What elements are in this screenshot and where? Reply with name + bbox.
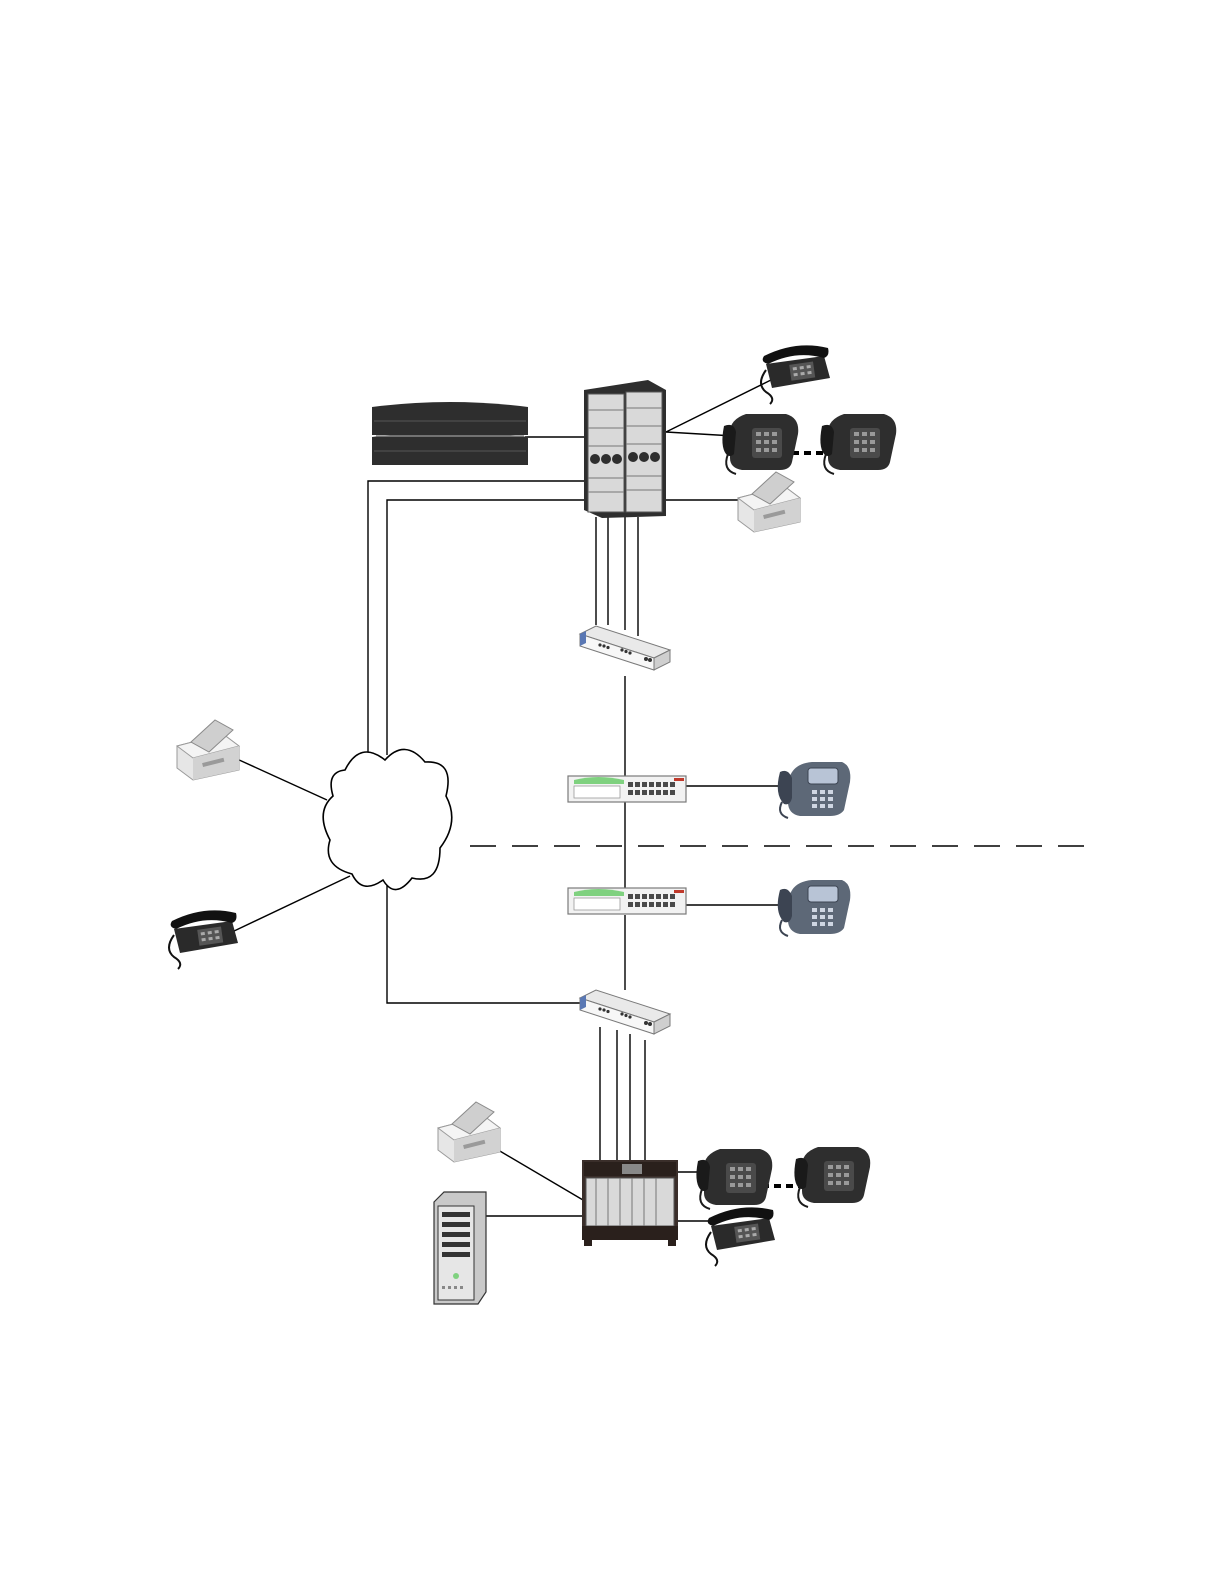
storage-array-icon	[372, 402, 528, 465]
edge-cloud-fax-left	[237, 759, 327, 800]
server-cabinet-icon	[584, 380, 666, 518]
ip-phone-icon	[778, 880, 851, 936]
desk-phone-icon	[706, 1207, 775, 1266]
desk-phone-icon	[722, 414, 798, 474]
media-gateway-icon	[580, 990, 670, 1034]
ethernet-switch-icon	[568, 888, 686, 914]
connections	[232, 378, 783, 1221]
media-gateway-icon	[580, 626, 670, 670]
gateway-cabinet-icon	[582, 1160, 678, 1246]
ip-phone-icon	[778, 762, 851, 818]
edge-branch-fax	[488, 1144, 583, 1200]
desk-phone-icon	[820, 414, 896, 474]
cloud-icon	[323, 749, 452, 889]
edge-cloud-phone-left	[232, 876, 350, 932]
tower-server-icon	[434, 1192, 486, 1304]
desk-phone-icon	[761, 345, 830, 404]
desk-phone-icon	[169, 910, 238, 969]
desk-phone-icon	[696, 1149, 772, 1209]
edge-cloud-gw-bottom	[387, 878, 580, 1003]
fax-machine-icon	[177, 720, 239, 780]
fax-machine-icon	[738, 472, 800, 532]
ethernet-switch-icon	[568, 776, 686, 802]
edge-cabinet-cloud-1	[368, 481, 584, 755]
desk-phone-icon	[794, 1147, 870, 1207]
fax-machine-icon	[438, 1102, 500, 1162]
edge-cabinet-cloud-2	[387, 500, 584, 755]
